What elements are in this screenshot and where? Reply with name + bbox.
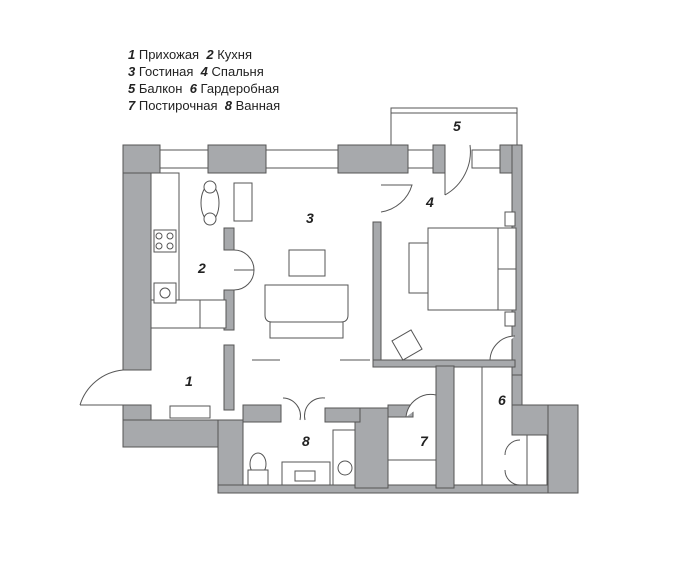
wardrobe-furniture [481,367,548,486]
hallway [79,369,437,421]
door-swing [489,335,516,361]
legend-name: Прихожая [138,47,200,62]
wall-left [122,144,152,371]
bedroom-furniture [391,211,517,361]
shower [332,429,356,486]
chair [203,212,217,226]
wall-kitchen [223,344,235,411]
legend-name: Спальня [211,64,264,79]
wall-bath-left [217,419,244,493]
room-number-8: 8 [302,433,310,449]
door-swing [233,249,255,271]
kitchen-furniture [150,172,255,329]
entrance-door-swing [79,369,124,406]
burner [166,232,174,240]
legend-name: Кухня [217,47,252,62]
windows [159,149,501,169]
door-swing [405,394,437,418]
door-swing [282,397,301,421]
legend-num: 5 [128,81,136,96]
balcony [390,107,518,196]
living-furniture [252,184,413,361]
burner [166,242,174,250]
legend-name: Постирочная [138,98,218,113]
room-number-2: 2 [197,260,206,276]
legend-num: 6 [189,81,197,96]
door-swing [504,439,521,456]
wall-bath-top [242,404,282,423]
legend-num: 8 [224,98,233,113]
sink [294,470,316,482]
sofa [264,284,349,323]
sofa-back [269,321,344,339]
wall-top [337,144,409,174]
legend-row: 1 Прихожая 2 Кухня [128,46,280,63]
burner [155,232,163,240]
wall-right [511,374,523,408]
legend: 1 Прихожая 2 Кухня 3 Гостиная 4 Спальня … [128,46,280,114]
room-number-3: 3 [306,210,314,226]
window [159,149,209,169]
toilet-tank [247,469,269,486]
coffee-table [288,249,326,277]
wall-top [122,144,161,174]
laundry-furniture [387,459,437,486]
wardrobe-closet [526,434,548,486]
wall-bath-top [324,407,361,423]
door-swing [304,397,326,421]
legend-row: 3 Гостиная 4 Спальня [128,63,280,80]
wall-top [432,144,446,174]
hall-cabinet [169,405,211,419]
bathroom-furniture [247,429,356,486]
legend-num: 2 [206,47,214,62]
burner [155,242,163,250]
legend-num: 7 [128,98,136,113]
wall-right-lower [547,404,579,494]
legend-num: 4 [200,64,208,79]
kitchen-counter-bottom [150,299,227,329]
window [471,149,501,169]
cabinet [233,182,253,222]
shower-drain [337,460,353,476]
door-swing [233,269,255,291]
balcony-rail [390,107,518,114]
wall-top [207,144,267,174]
legend-row: 7 Постирочная 8 Ванная [128,97,280,114]
door-swing [444,144,471,196]
window [265,149,339,169]
legend-name: Гардеробная [200,81,280,96]
door-swing [380,184,413,213]
sink-bowl [159,287,171,299]
room-number-5: 5 [453,118,461,134]
room-number-7: 7 [420,433,429,449]
nightstand [504,311,516,327]
wall-kitchen [223,227,235,251]
legend-name: Ванная [235,98,281,113]
room-number-4: 4 [425,194,434,210]
door-swing [504,469,521,486]
laundry-counter [387,459,437,486]
legend-row: 5 Балкон 6 Гардеробная [128,80,280,97]
room-number-6: 6 [498,392,506,408]
window [407,149,434,169]
armchair [391,329,423,361]
legend-num: 1 [128,47,136,62]
bench [408,242,429,294]
bed [427,227,499,311]
legend-name: Балкон [138,81,183,96]
wall-wardrobe-left [435,365,455,489]
legend-name: Гостиная [138,64,194,79]
walls [122,144,579,494]
room-number-1: 1 [185,373,193,389]
nightstand [504,211,516,227]
legend-num: 3 [128,64,136,79]
wall-bed-left [372,221,382,366]
chair [203,180,217,194]
wall-bottom [217,484,579,494]
